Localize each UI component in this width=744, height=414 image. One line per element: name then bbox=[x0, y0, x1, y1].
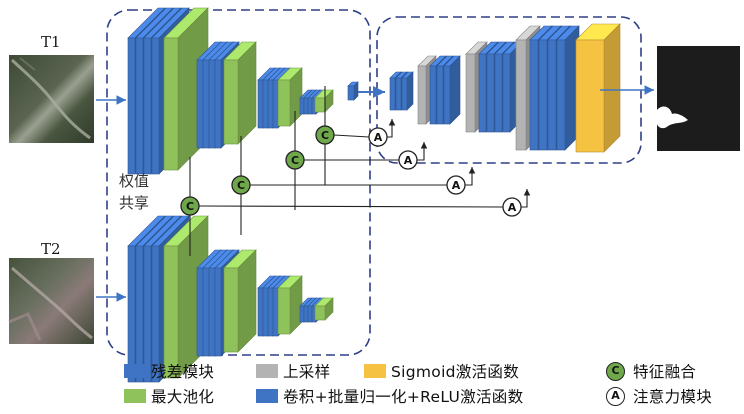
svg-text:A: A bbox=[374, 131, 383, 144]
legend-feature-fusion: C 特征融合 bbox=[606, 360, 696, 382]
fusion-node-4: C bbox=[315, 125, 335, 145]
skip-up-4 bbox=[387, 119, 396, 138]
legend-upsampling-label: 上采样 bbox=[283, 363, 331, 381]
residual-block-swatch bbox=[124, 364, 146, 378]
skip-up-2 bbox=[465, 167, 476, 186]
svg-text:A: A bbox=[404, 154, 413, 167]
legend-conv-bn-relu: 卷积+批量归一化+ReLU激活函数 bbox=[256, 385, 523, 407]
decoder-conv-block-2 bbox=[429, 55, 461, 125]
svg-text:C: C bbox=[186, 200, 194, 213]
shared-weights-label-line2: 共享 bbox=[119, 194, 149, 212]
shared-weights-label-line1: 权值 bbox=[119, 172, 149, 190]
svg-text:A: A bbox=[452, 179, 461, 192]
fusion-node-1: C bbox=[180, 196, 200, 216]
legend-attention-module-label: 注意力模块 bbox=[633, 388, 713, 406]
input-image-t2 bbox=[8, 258, 94, 344]
legend-conv-bn-relu-label: 卷积+批量归一化+ReLU激活函数 bbox=[283, 388, 524, 406]
skip-up-3 bbox=[417, 142, 428, 161]
legend-max-pooling-label: 最大池化 bbox=[151, 388, 215, 406]
output-change-map bbox=[657, 46, 740, 151]
svg-text:C: C bbox=[291, 154, 299, 167]
max-pooling-swatch bbox=[124, 389, 146, 403]
legend-sigmoid: Sigmoid激活函数 bbox=[364, 360, 519, 382]
bridge-conv-block bbox=[347, 81, 359, 101]
legend-residual-block: 残差模块 bbox=[124, 360, 214, 382]
svg-text:C: C bbox=[237, 179, 245, 192]
legend-upsampling: 上采样 bbox=[256, 360, 330, 382]
decoder-conv-block-3 bbox=[478, 41, 523, 133]
t1-branch-max-pooling-2 bbox=[223, 41, 257, 145]
fusion-node-icon: C bbox=[606, 361, 625, 381]
fusion-node-2: C bbox=[231, 175, 251, 195]
attention-node-2: A bbox=[446, 175, 466, 195]
attention-node-3: A bbox=[398, 150, 418, 170]
skip-horizontal-4 bbox=[333, 134, 370, 138]
legend-feature-fusion-label: 特征融合 bbox=[633, 363, 697, 381]
skip-up-1 bbox=[521, 189, 531, 208]
input-image-t1 bbox=[9, 55, 94, 143]
skip-horizontal-1 bbox=[198, 205, 504, 208]
fusion-node-3: C bbox=[285, 150, 305, 170]
conv-bn-relu-swatch bbox=[256, 389, 278, 403]
t2-branch-max-pooling-3 bbox=[277, 275, 303, 335]
attention-node-1: A bbox=[502, 197, 522, 217]
t1-branch-max-pooling-4 bbox=[314, 89, 334, 113]
svg-text:C: C bbox=[321, 129, 329, 142]
decoder-conv-block-4 bbox=[529, 25, 580, 151]
decoder-conv-block-1 bbox=[389, 71, 414, 111]
attention-node-icon: A bbox=[606, 386, 625, 406]
svg-text:A: A bbox=[508, 201, 517, 214]
decoder-sigmoid-layer bbox=[575, 23, 621, 153]
legend-attention-module: A 注意力模块 bbox=[606, 385, 712, 407]
input-t2-label: T2 bbox=[41, 240, 61, 258]
t2-branch-max-pooling-2 bbox=[223, 249, 257, 353]
upsampling-swatch bbox=[256, 364, 278, 378]
sigmoid-swatch bbox=[364, 364, 386, 378]
t2-branch-max-pooling-4 bbox=[314, 297, 334, 321]
input-t1-label: T1 bbox=[41, 33, 61, 51]
t1-branch-max-pooling-3 bbox=[277, 67, 303, 127]
legend-max-pooling: 最大池化 bbox=[124, 385, 214, 407]
attention-node-4: A bbox=[368, 127, 388, 147]
legend-sigmoid-label: Sigmoid激活函数 bbox=[391, 363, 520, 381]
legend-residual-block-label: 残差模块 bbox=[151, 363, 215, 381]
